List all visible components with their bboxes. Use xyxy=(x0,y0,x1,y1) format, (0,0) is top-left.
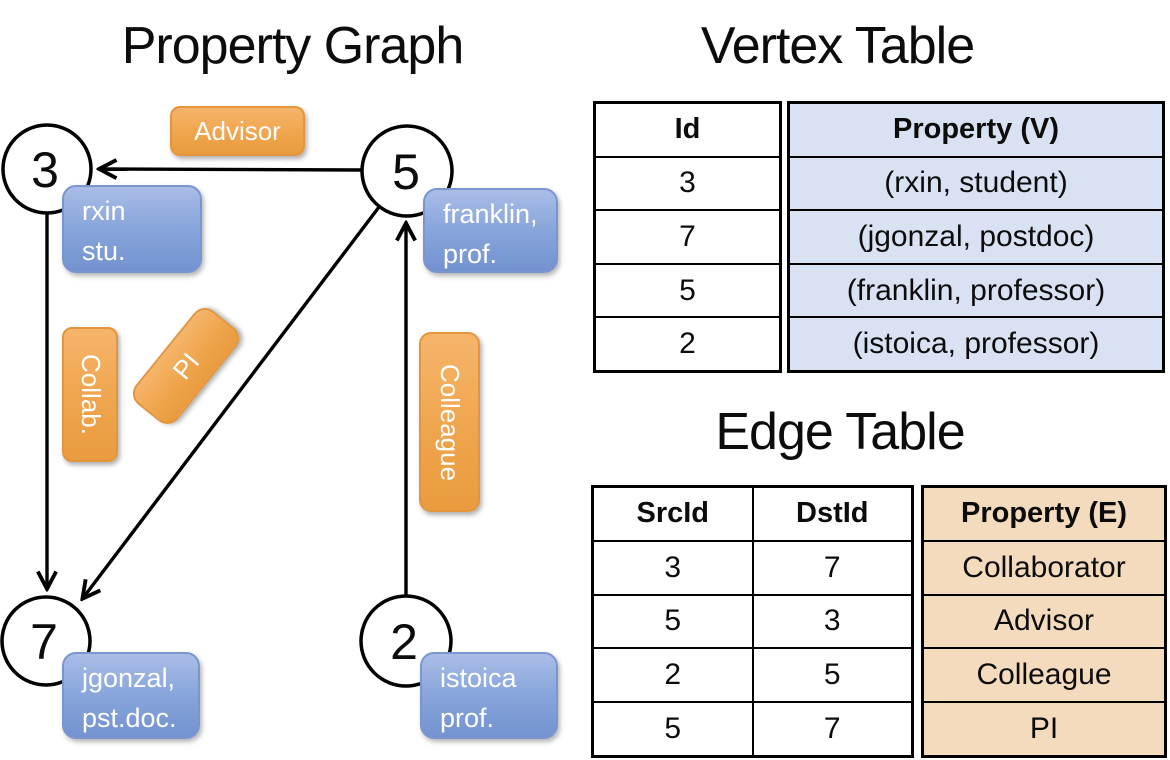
vertex-table-property-header: Property (V) xyxy=(790,104,1162,156)
vertex-table-id-cell: 5 xyxy=(596,262,779,317)
edge-label-pi-text: PI xyxy=(166,346,205,385)
vertex-property-box-7: jgonzal, pst.doc. xyxy=(62,652,200,739)
edge-label-collab-text: Collab. xyxy=(75,354,106,435)
vertex-node-5-id: 5 xyxy=(392,144,420,200)
vertex-table: Id 3 7 5 2 Property (V) (rxin, student) … xyxy=(593,101,1165,373)
edge-table-srcid-cell: 5 xyxy=(664,712,682,746)
vertex-property-box-7-line2: pst.doc. xyxy=(82,703,177,733)
edge-table-property-cell: Colleague xyxy=(924,647,1164,702)
edge-table-srcid-cell: 2 xyxy=(664,658,682,692)
edge-pi-5-to-7 xyxy=(83,205,381,598)
edge-advisor-5-to-3 xyxy=(100,169,363,170)
edge-label-colleague: Colleague xyxy=(419,332,480,512)
edge-table-dstid-cell: 5 xyxy=(751,649,912,702)
edge-table-row: 5 3 xyxy=(594,593,912,648)
edge-table-srcid-cell: 5 xyxy=(664,604,682,638)
vertex-table-id-cell: 2 xyxy=(596,316,779,370)
edge-table-property-cell: Collaborator xyxy=(924,539,1164,594)
edge-table-row: 3 7 xyxy=(594,539,912,594)
edge-table-dstid-header: DstId xyxy=(751,488,912,540)
vertex-property-box-3: rxin stu. xyxy=(62,185,202,273)
vertex-table-id-header: Id xyxy=(674,113,701,146)
vertex-node-2-id: 2 xyxy=(390,614,418,670)
edge-table-srcid-header: SrcId xyxy=(636,497,710,530)
edge-table-property-column: Property (E) Collaborator Advisor Collea… xyxy=(921,485,1167,758)
vertex-node-3-id: 3 xyxy=(31,142,59,198)
edge-table-row: 2 5 xyxy=(594,647,912,702)
vertex-table-property-column: Property (V) (rxin, student) (jgonzal, p… xyxy=(787,101,1165,373)
edge-table-property-cell: Advisor xyxy=(924,593,1164,648)
edge-table-property-header: Property (E) xyxy=(924,488,1164,540)
vertex-table-property-cell: (franklin, professor) xyxy=(790,262,1162,317)
vertex-property-box-5: franklin, prof. xyxy=(423,188,558,273)
edge-label-collab: Collab. xyxy=(62,327,118,462)
edge-table-header-row: SrcId DstId xyxy=(594,488,911,540)
vertex-property-box-5-line1: franklin, xyxy=(443,199,538,229)
edge-table-dstid-cell: 7 xyxy=(751,541,912,594)
vertex-node-7-id: 7 xyxy=(30,614,58,670)
edge-table-id-columns: SrcId DstId 3 7 5 3 2 5 5 7 xyxy=(591,485,914,758)
vertex-table-id-column: Id 3 7 5 2 xyxy=(593,101,782,373)
edge-table-dstid-cell: 3 xyxy=(751,595,912,648)
edge-table-srcid-cell: 3 xyxy=(664,550,682,584)
vertex-property-box-5-line2: prof. xyxy=(443,239,498,269)
vertex-property-box-3-line2: stu. xyxy=(82,236,126,266)
edge-table-row: 5 7 xyxy=(594,701,911,755)
edge-table-title: Edge Table xyxy=(715,403,965,461)
vertex-property-box-2: istoica prof. xyxy=(420,652,558,739)
edge-label-advisor-text: Advisor xyxy=(194,115,281,146)
vertex-property-box-3-line1: rxin xyxy=(82,196,126,226)
edge-table-property-cell: PI xyxy=(924,701,1164,755)
vertex-table-id-cell: 7 xyxy=(596,209,779,263)
edge-table-dstid-cell: 7 xyxy=(751,703,912,755)
vertex-table-property-cell: (istoica, professor) xyxy=(790,316,1162,370)
edge-label-advisor: Advisor xyxy=(170,106,305,156)
vertex-property-box-2-line2: prof. xyxy=(440,703,495,733)
property-graph-title: Property Graph xyxy=(121,17,465,75)
vertex-table-id-cell: 3 xyxy=(596,155,779,210)
vertex-property-box-2-line1: istoica xyxy=(440,663,517,693)
vertex-table-title: Vertex Table xyxy=(700,17,975,75)
edge-label-colleague-text: Colleague xyxy=(435,363,465,481)
vertex-property-box-7-line1: jgonzal, xyxy=(82,663,176,693)
vertex-table-property-cell: (rxin, student) xyxy=(790,155,1162,210)
edge-table: SrcId DstId 3 7 5 3 2 5 5 7 Property (E)… xyxy=(591,485,1167,758)
vertex-table-property-cell: (jgonzal, postdoc) xyxy=(790,209,1162,263)
